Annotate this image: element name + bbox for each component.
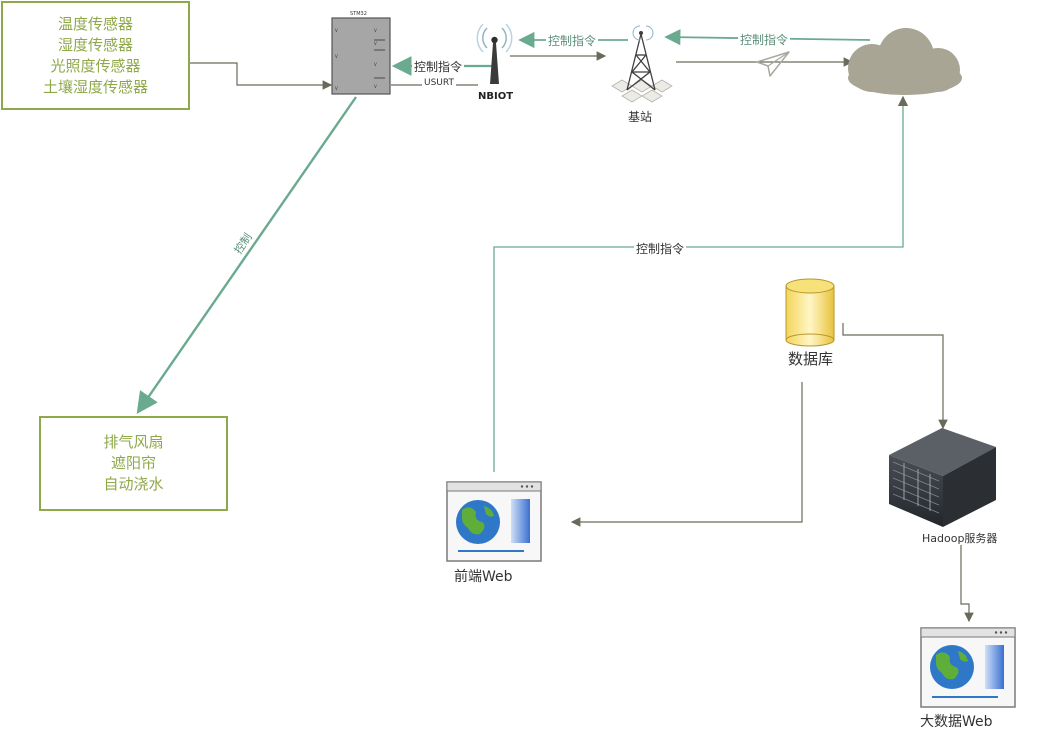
edge-sensors-to-mcu	[190, 62, 333, 90]
svg-text:V: V	[335, 54, 338, 59]
sensors-box: 温度传感器 湿度传感器 光照度传感器 土壤湿度传感器	[1, 1, 190, 110]
svg-text:V: V	[335, 86, 338, 91]
control-cmd-base-label: 控制指令	[738, 31, 791, 48]
frontend-web-label: 前端Web	[454, 569, 513, 585]
actuators-box: 排气风扇 遮阳帘 自动浇水	[39, 416, 228, 511]
nbiot-antenna-icon	[476, 23, 513, 84]
nbiot-label: NBIOT	[478, 91, 514, 102]
edge-db-to-frontend	[570, 382, 803, 527]
actuator-line: 自动浇水	[103, 475, 164, 493]
actuator-line: 遮阳帘	[110, 454, 156, 472]
sensor-line: 湿度传感器	[57, 35, 133, 54]
actuator-line: 排气风扇	[103, 433, 164, 451]
sensor-line: 土壤湿度传感器	[42, 77, 148, 96]
base-station-label: 基站	[628, 110, 653, 124]
bigdata-web-label: 大数据Web	[920, 714, 993, 730]
database-label: 数据库	[788, 350, 834, 368]
stm32-chip: V V V V V V V	[331, 17, 391, 95]
svg-text:V: V	[374, 84, 377, 89]
frontend-web-window-icon	[446, 481, 542, 562]
edge-web-control-cloud	[493, 95, 909, 472]
mcu-title: STM32	[350, 11, 367, 17]
paper-plane-icon	[756, 51, 790, 77]
edge-hadoop-to-bigdata	[960, 545, 974, 623]
edge-db-to-hadoop	[842, 323, 948, 430]
control-cmd-mcu-label: 控制指令	[412, 58, 465, 75]
usurt-label: USURT	[422, 78, 456, 88]
bigdata-web-window-icon	[920, 627, 1016, 708]
control-cmd-nbiot-label: 控制指令	[546, 32, 599, 49]
svg-text:V: V	[374, 62, 377, 67]
hadoop-label: Hadoop服务器	[922, 532, 998, 545]
database-icon	[785, 278, 835, 347]
sensor-line: 温度传感器	[57, 14, 133, 33]
edge-mcu-control-actuators	[136, 96, 357, 414]
svg-text:V: V	[335, 28, 338, 33]
control-cmd-web-label: 控制指令	[634, 240, 687, 257]
cloud-icon	[848, 28, 962, 95]
base-station-tower-icon	[611, 25, 673, 103]
sensor-line: 光照度传感器	[50, 56, 141, 75]
svg-text:V: V	[374, 28, 377, 33]
hadoop-server-icon	[889, 428, 996, 527]
svg-text:V: V	[374, 41, 377, 46]
